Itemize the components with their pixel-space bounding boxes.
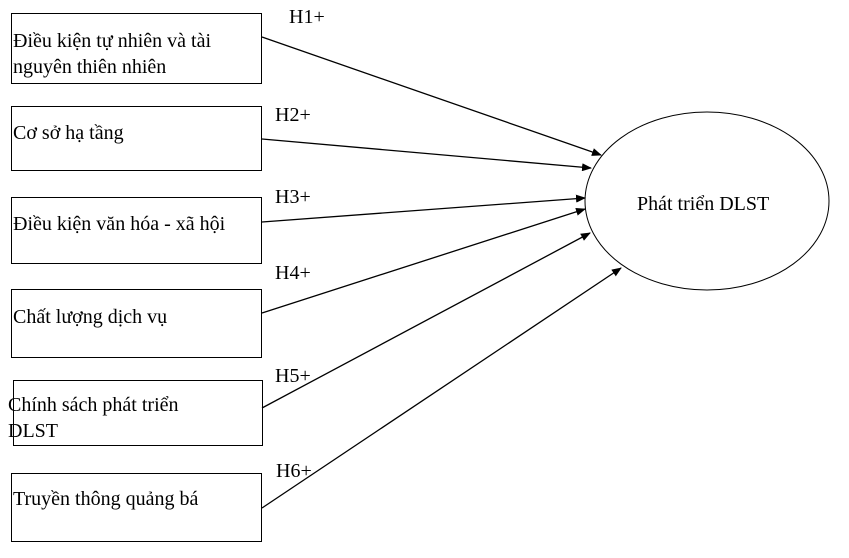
hypothesis-label-h6: H6+ bbox=[276, 460, 312, 482]
factor-label-1: Điều kiện tự nhiên và tài nguyên thiên n… bbox=[13, 30, 212, 78]
hypothesis-label-h3: H3+ bbox=[275, 186, 311, 208]
outcome-label: Phát triển DLST bbox=[637, 193, 770, 215]
factor-label-3: Điều kiện văn hóa - xã hội bbox=[13, 213, 226, 235]
factor-box-4 bbox=[11, 289, 262, 358]
hypothesis-label-h2: H2+ bbox=[275, 104, 311, 126]
edge-arrow-h4 bbox=[261, 207, 586, 314]
factor-label-4: Chất lượng dịch vụ bbox=[13, 306, 168, 328]
factor-box-6 bbox=[11, 473, 262, 542]
factor-box-3 bbox=[11, 197, 262, 264]
factor-box-2 bbox=[11, 106, 262, 171]
factor-label-2: Cơ sở hạ tầng bbox=[13, 122, 124, 144]
edge-arrow-h5 bbox=[261, 232, 591, 409]
hypothesis-label-h5: H5+ bbox=[275, 365, 311, 387]
edge-arrow-h3 bbox=[261, 194, 586, 223]
factor-label-6: Truyền thông quảng bá bbox=[13, 488, 199, 510]
factor-box-5 bbox=[13, 380, 263, 446]
edge-arrow-h2 bbox=[261, 138, 592, 172]
hypothesis-label-h4: H4+ bbox=[275, 262, 311, 284]
factor-label-5: Chính sách phát triển DLST bbox=[8, 394, 179, 442]
edge-arrow-h6 bbox=[261, 267, 622, 509]
edge-arrow-h1 bbox=[261, 36, 602, 156]
hypothesis-label-h1: H1+ bbox=[289, 6, 325, 28]
factor-box-1 bbox=[11, 13, 262, 84]
